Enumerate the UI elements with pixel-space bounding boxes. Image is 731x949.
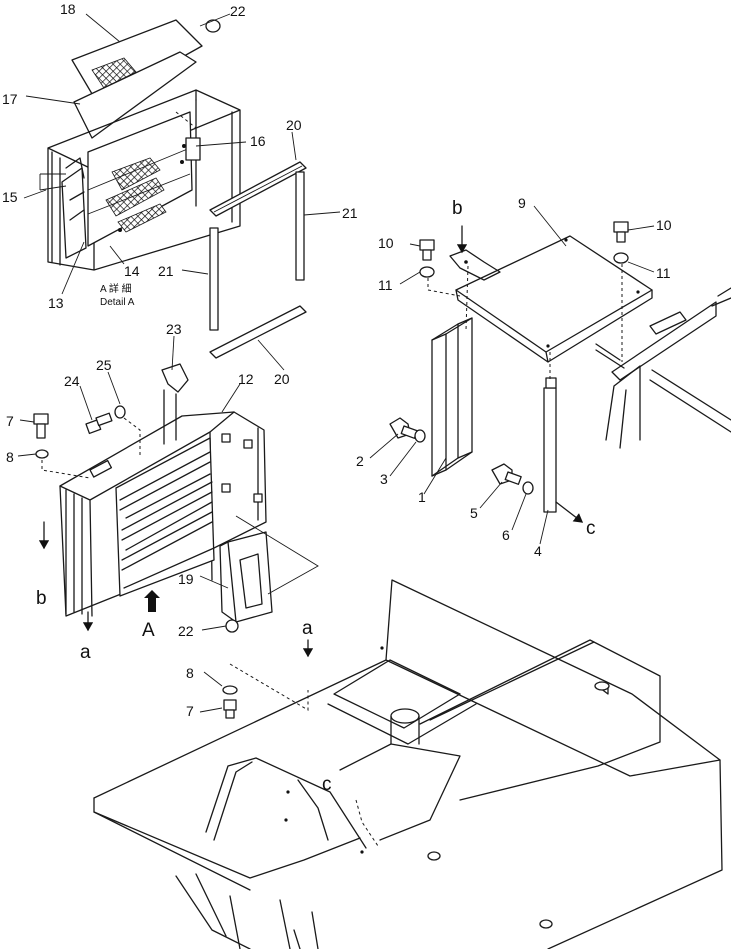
revolving-frame [93, 579, 723, 949]
callout-8-upper: 8 [6, 449, 14, 465]
callout-11-left: 11 [378, 277, 393, 293]
callout-2: 2 [356, 453, 364, 469]
bolt-7-upper [33, 413, 49, 439]
stay-1 [457, 317, 473, 459]
callout-7-lower: 7 [186, 703, 194, 719]
bolt-7-lower [223, 699, 237, 719]
callout-5: 5 [470, 505, 478, 521]
callout-11-right: 11 [656, 265, 671, 281]
callout-13: 13 [48, 295, 64, 311]
callout-22-top: 22 [230, 3, 246, 19]
leaders-cover [369, 205, 655, 545]
callout-21-left: 21 [158, 263, 174, 279]
mesh-18 [91, 57, 137, 89]
detail-caption-jp: A 詳 細 [100, 282, 132, 295]
callout-7-upper: 7 [6, 413, 14, 429]
callout-1: 1 [418, 489, 426, 505]
washer-8-lower [222, 685, 238, 695]
bolt-24 [85, 412, 113, 435]
bar-21-right [295, 171, 305, 281]
leaders-frame [199, 671, 223, 713]
callout-23: 23 [166, 321, 182, 337]
stay-4 [543, 387, 557, 513]
callout-10-right: 10 [656, 217, 672, 233]
callout-20-bottom: 20 [274, 371, 290, 387]
callout-20-top: 20 [286, 117, 302, 133]
callout-15: 15 [2, 189, 18, 205]
ref-letter-A: A [142, 620, 155, 641]
bolt-10-right [613, 221, 629, 264]
ref-letter-c-bottom: c [322, 774, 332, 795]
ref-letter-a-bottom: a [80, 642, 91, 663]
bar-20-bottom [209, 305, 307, 359]
ref-letter-a-top: a [302, 618, 313, 639]
washer-8-upper [35, 449, 49, 459]
callout-14: 14 [124, 263, 140, 279]
callout-10-left: 10 [378, 235, 394, 251]
bolt-10-left [419, 239, 435, 278]
ref-letter-b-left: b [36, 588, 47, 609]
washer-22-bottom [225, 619, 239, 633]
callout-9: 9 [518, 195, 526, 211]
detail-caption-en: Detail A [100, 297, 135, 308]
washer-25 [114, 405, 126, 419]
washer-22-top [205, 19, 221, 33]
leaders-housing [17, 335, 241, 631]
view-arrow-A [144, 590, 160, 612]
detail-a-assembly [47, 19, 307, 359]
callout-8-lower: 8 [186, 665, 194, 681]
callout-24: 24 [64, 373, 80, 389]
seal-17 [73, 51, 197, 139]
callout-3: 3 [380, 471, 388, 487]
callout-22-bottom: 22 [178, 623, 194, 639]
callout-4: 4 [534, 543, 542, 559]
callout-18: 18 [60, 1, 76, 17]
bar-21-left [209, 227, 219, 331]
callout-25: 25 [96, 357, 112, 373]
callout-6: 6 [502, 527, 510, 543]
ref-letter-c-right: c [586, 518, 596, 539]
callout-17: 17 [2, 91, 18, 107]
callout-19: 19 [178, 571, 194, 587]
callout-16: 16 [250, 133, 266, 149]
housing-12 [59, 411, 267, 617]
bolt-2 [389, 417, 426, 443]
callout-labels: 18 22 17 16 20 15 21 14 21 13 A 詳 細 Deta… [2, 1, 672, 795]
leaders-detail-a [23, 13, 341, 371]
callout-12: 12 [238, 371, 254, 387]
housing-assembly [33, 363, 319, 633]
bolt-5 [491, 463, 534, 495]
ref-letter-b-top: b [452, 198, 463, 219]
cover-assembly [389, 221, 731, 523]
clip-16 [185, 137, 201, 161]
bracket-19 [227, 531, 273, 623]
callout-21-right: 21 [342, 205, 358, 221]
